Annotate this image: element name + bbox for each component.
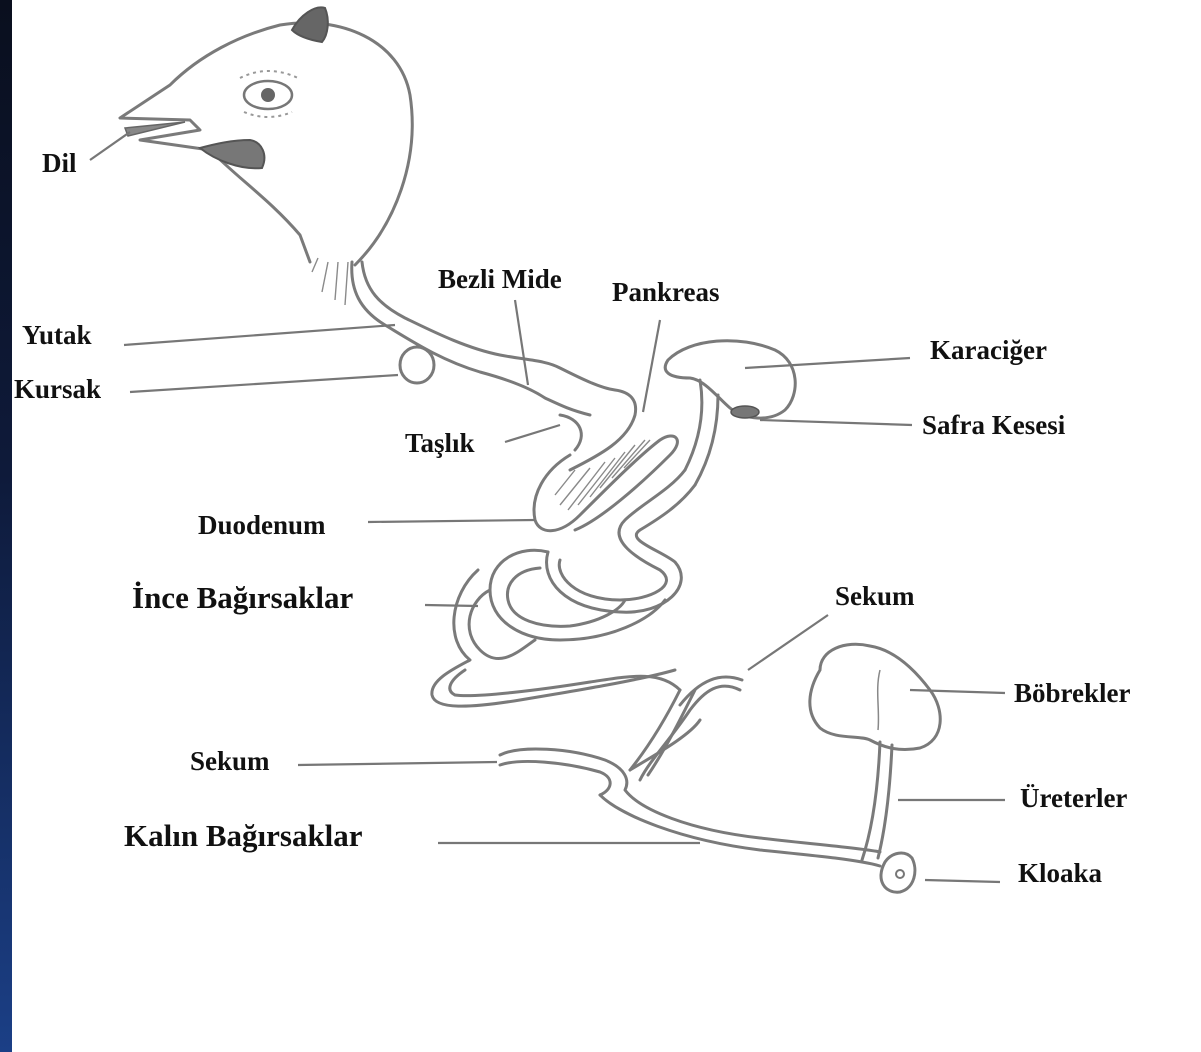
comb <box>292 7 328 42</box>
label-taslik: Taşlık <box>405 430 475 457</box>
label-ince-bagirsaklar: İnce Bağırsaklar <box>132 582 353 613</box>
cloaca <box>881 853 915 892</box>
liver <box>665 341 795 485</box>
head <box>120 7 412 305</box>
kidneys-ureters-cloaca <box>810 644 940 892</box>
gall-bladder <box>731 406 759 418</box>
label-kursak: Kursak <box>14 376 101 403</box>
crop <box>400 347 434 383</box>
label-yutak: Yutak <box>22 322 92 349</box>
label-kalin-bagirsaklar: Kalın Bağırsaklar <box>124 820 363 851</box>
label-pankreas: Pankreas <box>612 279 720 306</box>
label-dil: Dil <box>42 150 77 177</box>
label-sekum-right: Sekum <box>835 583 915 610</box>
label-bobrekler: Böbrekler <box>1014 680 1131 707</box>
label-ureterler: Üreterler <box>1020 785 1127 812</box>
label-kloaka: Kloaka <box>1018 860 1102 887</box>
label-safra-kesesi: Safra Kesesi <box>922 412 1065 439</box>
label-karaciger: Karaciğer <box>930 337 1047 364</box>
label-sekum-left: Sekum <box>190 748 270 775</box>
wattle <box>200 140 264 168</box>
label-bezli-mide: Bezli Mide <box>438 266 562 293</box>
small-intestine <box>432 470 695 775</box>
label-duodenum: Duodenum <box>198 512 326 539</box>
